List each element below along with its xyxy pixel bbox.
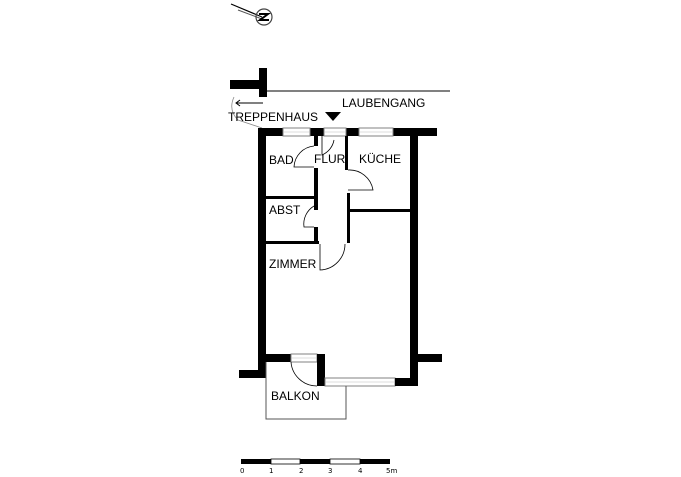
scale-tick: 2 [299,467,303,475]
room-label-flur: FLUR [314,152,346,166]
scale-bar: 0 1 2 3 4 5m [240,458,397,475]
corridor-wall [230,68,450,129]
laubengang-label: LAUBENGANG [342,96,425,110]
room-label-zimmer: ZIMMER [269,257,317,271]
room-label-balkon: BALKON [271,389,320,403]
scale-tick: 3 [328,467,332,475]
left-wall [258,128,266,370]
room-label-kueche: KÜCHE [359,152,401,166]
scale-tick: 4 [358,467,363,475]
north-arrow-icon [230,3,273,26]
interior-walls [266,136,410,244]
balcony-door [290,361,318,387]
treppenhaus-label: TREPPENHAUS [228,110,318,124]
top-wall [258,127,437,137]
scale-tick: 5m [386,467,397,475]
scale-tick: 1 [269,467,273,475]
scale-tick: 0 [240,467,244,475]
right-wall [410,136,418,386]
room-label-abst: ABST [269,203,301,217]
bottom-wall [266,353,418,387]
doors [293,136,374,271]
entrance-marker-icon [325,112,341,121]
room-label-bad: BAD [269,153,294,167]
balcony-outline [265,362,347,420]
